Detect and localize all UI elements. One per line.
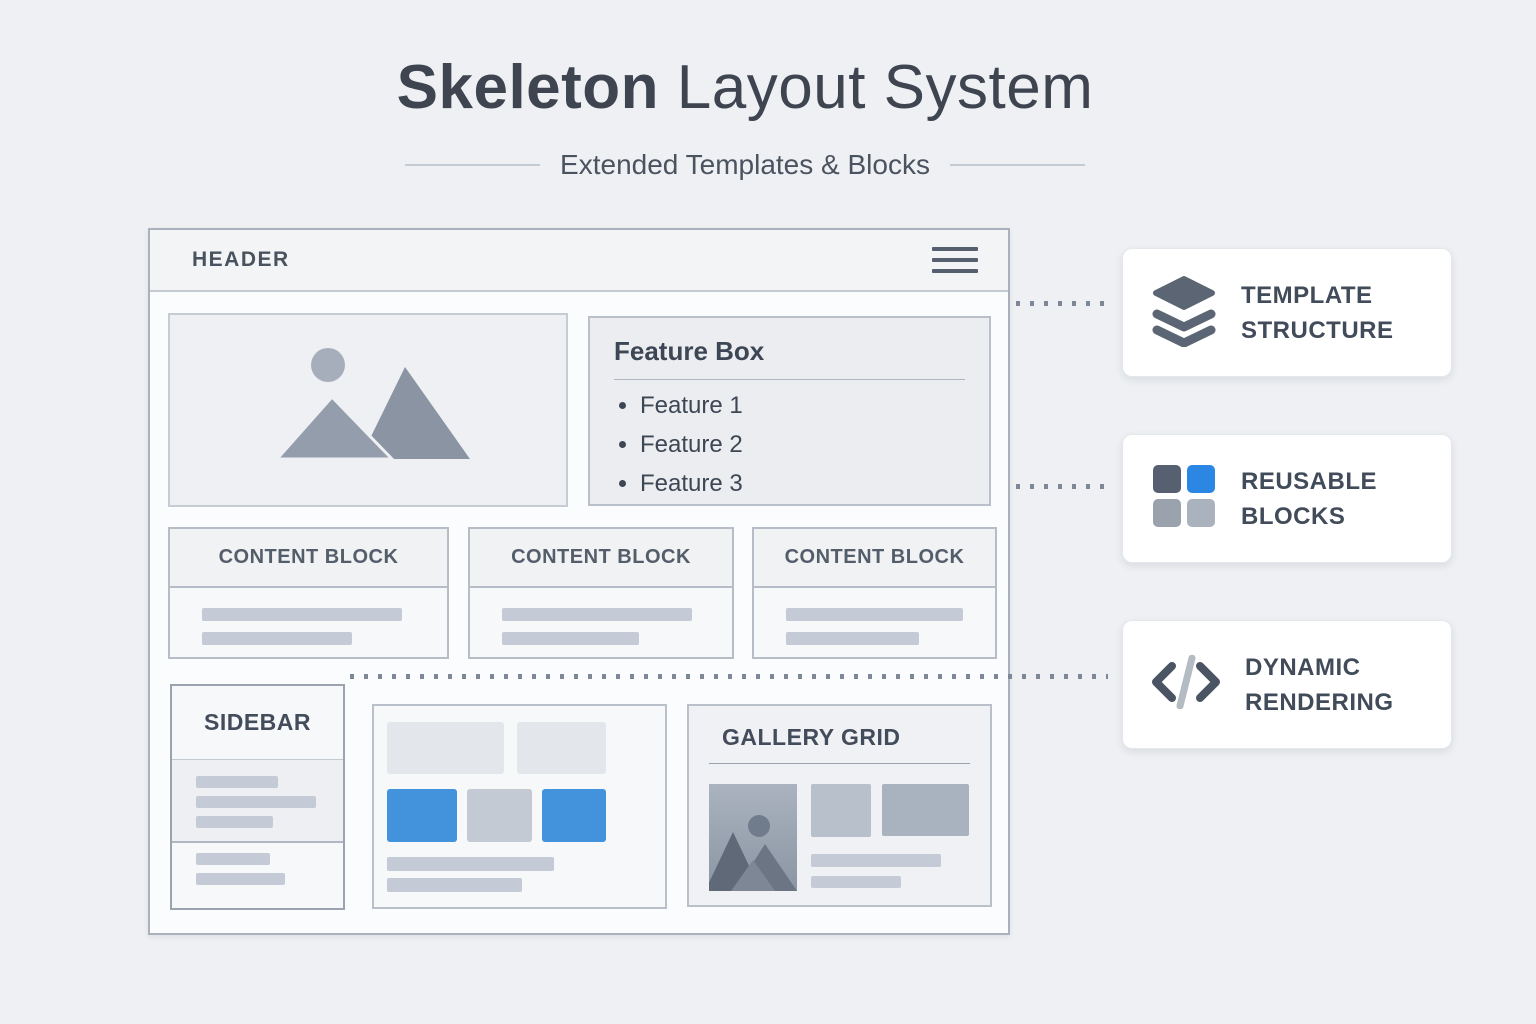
feature-box-title: Feature Box: [614, 336, 765, 366]
placeholder-bar: [502, 632, 639, 645]
header-label: HEADER: [192, 248, 290, 271]
placeholder-bar: [196, 796, 316, 808]
wireframe-mockup: HEADER Feature Box Feature 1 Feature 2 F…: [148, 228, 1010, 935]
feature-list-item: Feature 2: [640, 431, 965, 459]
content-block-title: CONTENT BLOCK: [754, 529, 995, 588]
blocks-grid-icon: [1151, 463, 1217, 534]
annotation-label-line: STRUCTURE: [1241, 316, 1394, 344]
sidebar-footer-section: [172, 843, 343, 885]
placeholder-tile: [882, 784, 969, 836]
content-block-body: [754, 588, 995, 645]
placeholder-bar: [786, 608, 963, 621]
content-block-title: CONTENT BLOCK: [170, 529, 447, 588]
annotation-card-template-structure: TEMPLATE STRUCTURE: [1122, 248, 1452, 377]
content-block: CONTENT BLOCK: [168, 527, 449, 659]
placeholder-bar: [786, 632, 919, 645]
annotation-label-line: REUSABLE: [1241, 467, 1378, 495]
connector-dotted-line: [1016, 301, 1108, 306]
content-block: CONTENT BLOCK: [468, 527, 734, 659]
subtitle-row: Extended Templates & Blocks: [0, 149, 1490, 181]
placeholder-bar: [387, 857, 554, 871]
placeholder-bar: [811, 854, 941, 867]
page-title-bold: Skeleton: [396, 53, 660, 122]
feature-box-divider: [614, 379, 965, 380]
placeholder-bar: [387, 878, 522, 892]
annotation-card-reusable-blocks: REUSABLE BLOCKS: [1122, 434, 1452, 563]
annotation-label-line: DYNAMIC: [1245, 653, 1361, 681]
layers-icon: [1151, 273, 1217, 352]
placeholder-tile-blue: [387, 789, 457, 842]
feature-list-item: Feature 1: [640, 392, 965, 420]
sidebar-title: SIDEBAR: [172, 686, 343, 760]
placeholder-tile: [387, 722, 504, 774]
blocks-panel: [372, 704, 667, 909]
annotation-label: TEMPLATE STRUCTURE: [1241, 278, 1394, 348]
page-title-rest: Layout System: [676, 53, 1094, 122]
mockup-header: HEADER: [150, 230, 1008, 292]
connector-dotted-line: [1016, 484, 1108, 489]
annotation-label-line: TEMPLATE: [1241, 281, 1373, 309]
code-icon: [1151, 654, 1221, 714]
placeholder-bar: [202, 608, 402, 621]
placeholder-tile: [517, 722, 606, 774]
annotation-card-dynamic-rendering: DYNAMIC RENDERING: [1122, 620, 1452, 749]
placeholder-tile: [467, 789, 532, 842]
content-block-body: [170, 588, 447, 645]
sidebar-block: SIDEBAR: [170, 684, 345, 910]
placeholder-bar: [502, 608, 692, 621]
feature-box: Feature Box Feature 1 Feature 2 Feature …: [588, 316, 991, 506]
placeholder-bar: [811, 876, 901, 888]
title-block: Skeleton Layout System Extended Template…: [0, 52, 1490, 181]
subtitle-rule-right: [949, 164, 1085, 166]
annotation-label-line: RENDERING: [1245, 688, 1394, 716]
placeholder-bar: [196, 816, 273, 828]
content-block-title: CONTENT BLOCK: [470, 529, 732, 588]
hamburger-menu-icon: [932, 247, 978, 273]
content-block: CONTENT BLOCK: [752, 527, 997, 659]
content-block-body: [470, 588, 732, 645]
placeholder-bar: [196, 853, 270, 865]
subtitle-rule-left: [405, 164, 541, 166]
annotation-label: DYNAMIC RENDERING: [1245, 650, 1394, 720]
hero-image-placeholder: [168, 313, 568, 507]
annotation-label-line: BLOCKS: [1241, 502, 1346, 530]
annotation-label: REUSABLE BLOCKS: [1241, 464, 1377, 534]
gallery-grid-title: GALLERY GRID: [722, 724, 901, 750]
placeholder-tile: [811, 784, 871, 837]
page-title: Skeleton Layout System: [0, 52, 1490, 123]
image-placeholder-icon: [709, 784, 797, 891]
feature-list: Feature 1 Feature 2 Feature 3: [614, 392, 965, 498]
placeholder-bar: [202, 632, 352, 645]
feature-list-item: Feature 3: [640, 470, 965, 498]
placeholder-bar: [196, 776, 278, 788]
placeholder-bar: [196, 873, 285, 885]
gallery-divider: [709, 763, 970, 764]
connector-dotted-line: [350, 674, 1108, 679]
placeholder-tile-blue: [542, 789, 606, 842]
gallery-grid-block: GALLERY GRID: [687, 704, 992, 907]
page-subtitle: Extended Templates & Blocks: [560, 149, 930, 180]
sidebar-list-section: [172, 760, 343, 843]
